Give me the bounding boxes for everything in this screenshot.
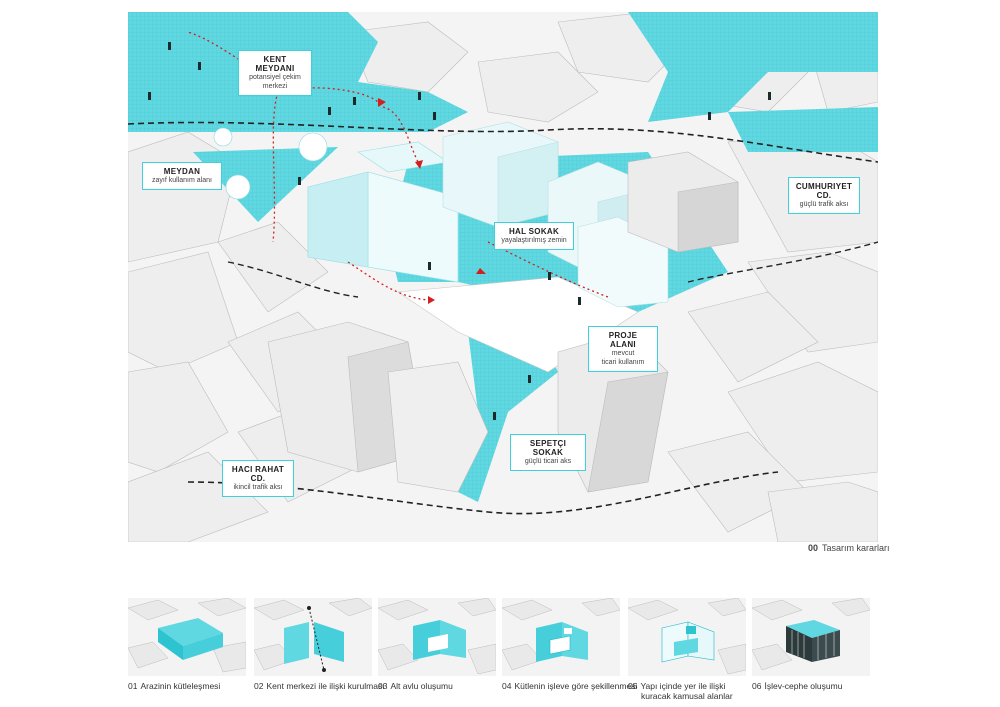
step-number: 01 (128, 681, 138, 691)
callout-sub: potansiyel çekim (249, 74, 301, 81)
step-label: Arazinin kütleleşmesi (140, 681, 221, 691)
flow-arrowheads (378, 98, 486, 304)
step-label: Yapı içinde yer ile ilişki (640, 681, 726, 691)
step-number: 05 (628, 681, 638, 691)
step-03-thumbnail (378, 598, 496, 676)
step-04-thumbnail (502, 598, 620, 676)
meydan-trees (213, 127, 328, 200)
step-number: 03 (378, 681, 388, 691)
callout-sub: ikincil trafik aksı (233, 484, 283, 491)
callout-sub: merkezi (262, 83, 288, 90)
callout-proje-alani: PROJE ALANI mevcut ticari kullanım (588, 326, 658, 372)
callout-cumhuriyet: CUMHURIYET CD. güçlü trafik aksı (788, 177, 860, 214)
callout-title: HACI RAHAT CD. (231, 465, 285, 483)
callout-hal-sokak: HAL SOKAK yayalaştırılmış zemin (494, 222, 574, 250)
main-caption-text: Tasarım kararları (822, 543, 890, 553)
west-axis (227, 261, 359, 298)
east-axis (687, 241, 879, 283)
step-number: 06 (752, 681, 762, 691)
callout-sub: mevcut (611, 350, 635, 357)
callout-title: MEYDAN (163, 167, 201, 176)
step-label: İşlev-cephe oluşumu (764, 681, 843, 691)
axonometric-site-diagram: KENT MEYDANI potansiyel çekim merkezi ME… (127, 11, 879, 543)
callout-title: HAL SOKAK (508, 227, 560, 236)
step-number: 04 (502, 681, 512, 691)
meydan-square (193, 147, 338, 222)
pedestrian-flow-paths (187, 31, 609, 301)
step-06-thumbnail (752, 598, 870, 676)
cyan-building-cluster (307, 141, 459, 283)
step-label: Kent merkezi ile ilişki kurulması (266, 681, 385, 691)
callout-title: KENT MEYDANI (255, 55, 295, 73)
callout-sepetci: SEPETÇI SOKAK güçlü ticari aks (510, 434, 586, 471)
upper-right-plaza (628, 12, 878, 122)
main-caption-number: 00 (808, 543, 819, 553)
callout-title: CUMHURIYET CD. (795, 182, 853, 200)
city-fabric (127, 11, 879, 543)
step-02-thumbnail (254, 598, 372, 676)
step-05-thumbnail (628, 598, 746, 676)
callout-sub: güçlü trafik aksı (799, 201, 849, 208)
callout-sub: ticari kullanım (601, 359, 645, 366)
callout-sub: güçlü ticari aks (524, 458, 572, 465)
step-label-line2: kuracak kamusal alanlar (641, 691, 733, 701)
step-label: Alt avlu oluşumu (390, 681, 453, 691)
step-01-thumbnail (128, 598, 246, 676)
callout-haci-rahat: HACI RAHAT CD. ikincil trafik aksı (222, 460, 294, 497)
site-diagram-svg (127, 11, 879, 543)
callout-sub: zayıf kullanım alanı (152, 177, 212, 184)
callout-title: SEPETÇI SOKAK (529, 439, 567, 457)
cumhuriyet-axis (127, 121, 879, 163)
step-number: 02 (254, 681, 264, 691)
callout-sub: yayalaştırılmış zemin (501, 237, 567, 244)
grey-buildings (267, 151, 739, 493)
callout-title: PROJE ALANI (608, 331, 638, 349)
road-strip-plaza (728, 107, 878, 152)
callout-meydan: MEYDAN zayıf kullanım alanı (142, 162, 222, 190)
callout-kent-meydani: KENT MEYDANI potansiyel çekim merkezi (238, 50, 312, 96)
step-label: Kütlenin işleve göre şekillenmesi (514, 681, 638, 691)
sepetci-sokak (458, 332, 558, 502)
